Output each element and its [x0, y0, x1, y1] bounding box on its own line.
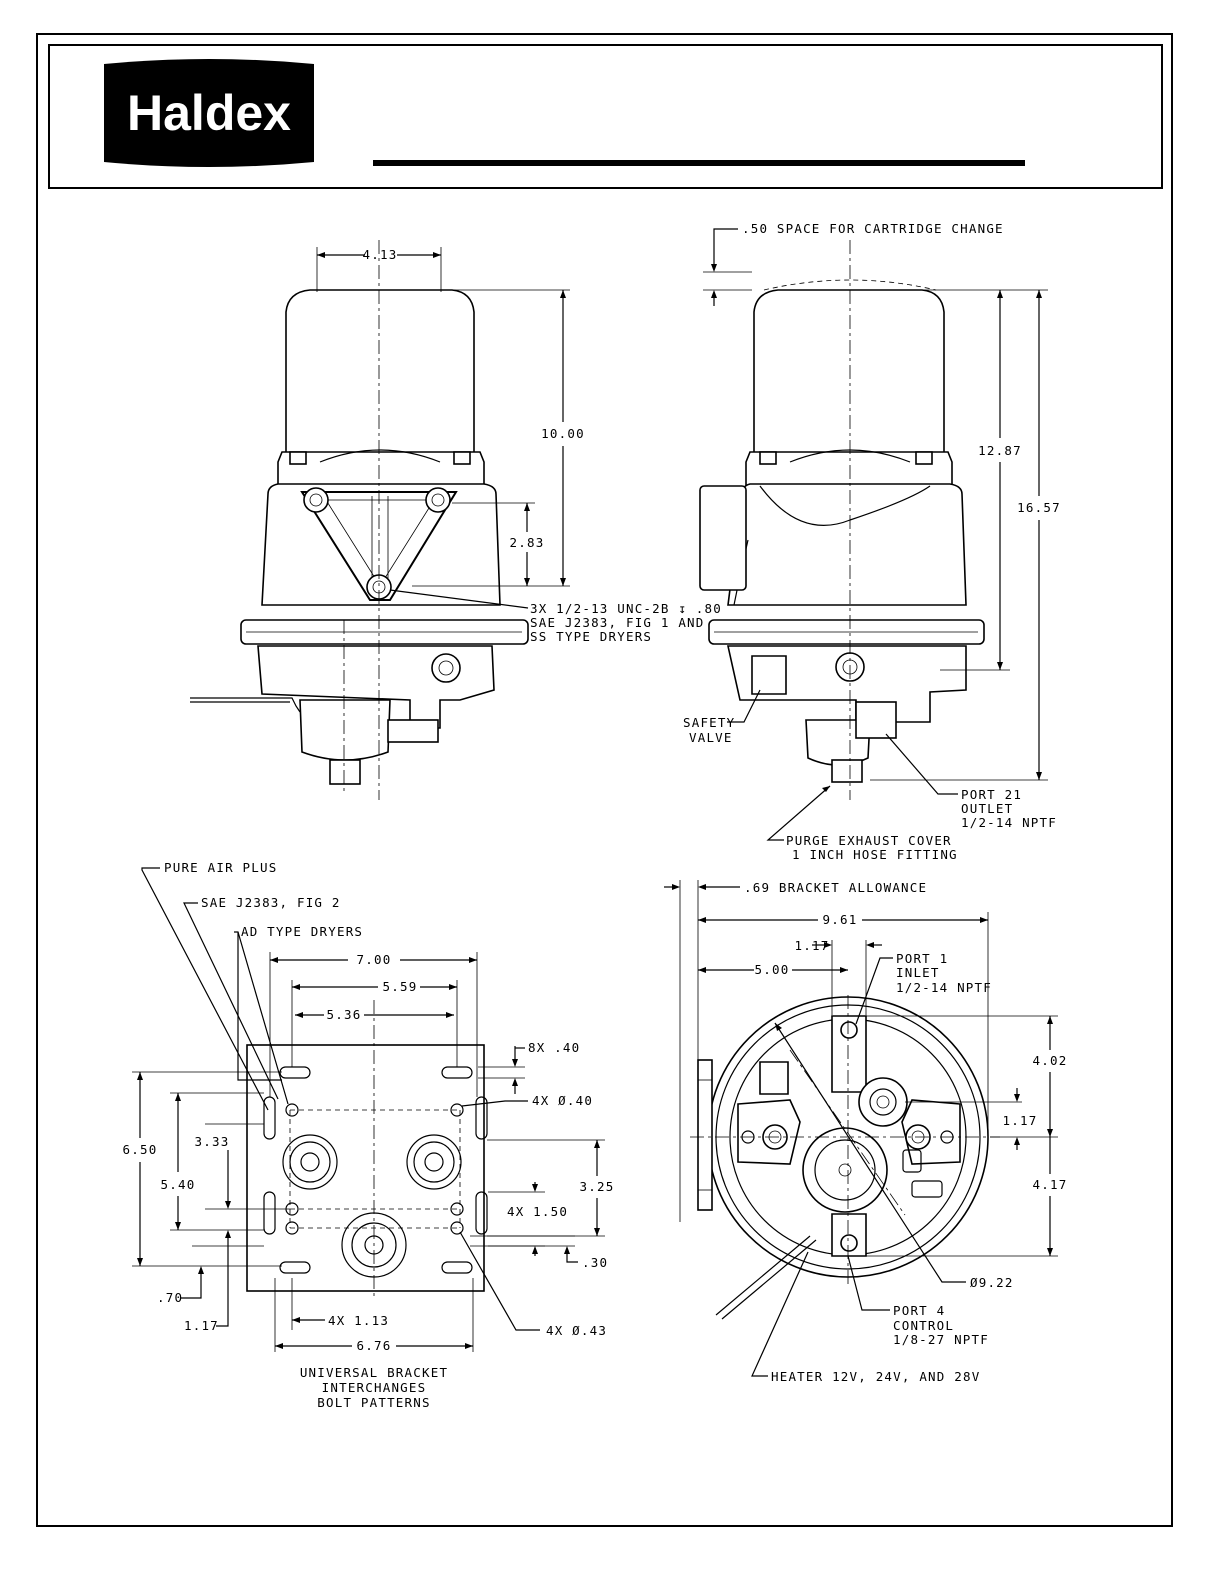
note-ad-dryers: AD TYPE DRYERS: [241, 924, 363, 939]
dim-d9-22: Ø9.22: [970, 1275, 1014, 1290]
bottom-view: .69 BRACKET ALLOWANCE 9.61 1.17 5.00 POR…: [664, 880, 1068, 1384]
dim-3-33: 3.33: [195, 1134, 230, 1149]
dim-6-76: 6.76: [357, 1338, 392, 1353]
dim-8x-40: 8X .40: [528, 1040, 580, 1055]
dim-2-83: 2.83: [510, 535, 545, 550]
note-mount-3: SS TYPE DRYERS: [530, 629, 652, 644]
note-cartridge-space: .50 SPACE FOR CARTRIDGE CHANGE: [742, 221, 1004, 236]
side-view: .50 SPACE FOR CARTRIDGE CHANGE 12.87 16.…: [683, 221, 1061, 862]
note-port21-2: OUTLET: [961, 801, 1013, 816]
note-port1-2: INLET: [896, 965, 940, 980]
dim-0-70: .70: [157, 1290, 183, 1305]
note-bracket-allowance: .69 BRACKET ALLOWANCE: [744, 880, 927, 895]
dim-5-36: 5.36: [327, 1007, 362, 1022]
dim-12-87: 12.87: [978, 443, 1022, 458]
haldex-logo: Haldex: [104, 59, 314, 167]
dim-4-13: 4.13: [363, 247, 398, 262]
note-port21-3: 1/2-14 NPTF: [961, 815, 1057, 830]
caption-bracket-3: BOLT PATTERNS: [317, 1395, 430, 1410]
title-block: [48, 44, 1163, 189]
dim-4-02: 4.02: [1033, 1053, 1068, 1068]
note-purge-1: PURGE EXHAUST COVER: [786, 833, 952, 848]
dim-4x-d40: 4X Ø.40: [532, 1093, 593, 1108]
note-sae-fig2: SAE J2383, FIG 2: [201, 895, 341, 910]
dim-4x-1-13: 4X 1.13: [328, 1313, 389, 1328]
dim-1-17-right: 1.17: [1003, 1113, 1038, 1128]
dim-5-40: 5.40: [161, 1177, 196, 1192]
note-mount-1: 3X 1/2-13 UNC-2B ↧ .80: [530, 601, 722, 616]
dim-16-57: 16.57: [1017, 500, 1061, 515]
note-safety-2: VALVE: [689, 730, 733, 745]
dim-6-50: 6.50: [123, 1142, 158, 1157]
dim-5-59: 5.59: [383, 979, 418, 994]
note-port4-2: CONTROL: [893, 1318, 954, 1333]
dim-4x-1-50: 4X 1.50: [507, 1204, 568, 1219]
note-port4-1: PORT 4: [893, 1303, 945, 1318]
note-mount-2: SAE J2383, FIG 1 AND: [530, 615, 705, 630]
note-safety-1: SAFETY: [683, 715, 735, 730]
bracket-view: PURE AIR PLUS SAE J2383, FIG 2 AD TYPE D…: [123, 860, 615, 1410]
caption-bracket-2: INTERCHANGES: [322, 1380, 427, 1395]
note-purge-2: 1 INCH HOSE FITTING: [792, 847, 958, 862]
dim-1-17-top: 1.17: [795, 938, 830, 953]
note-port4-3: 1/8-27 NPTF: [893, 1332, 989, 1347]
note-heater: HEATER 12V, 24V, AND 28V: [771, 1369, 980, 1384]
dim-7-00: 7.00: [357, 952, 392, 967]
dim-1-17-bracket: 1.17: [184, 1318, 219, 1333]
front-view: 4.13 10.00 2.83 3X 1/2-13 UNC-2B ↧ .80 S…: [190, 240, 722, 800]
dim-0-30: .30: [582, 1255, 608, 1270]
dim-5-00: 5.00: [755, 962, 790, 977]
note-pure-air: PURE AIR PLUS: [164, 860, 277, 875]
dim-4-17: 4.17: [1033, 1177, 1068, 1192]
dim-9-61: 9.61: [823, 912, 858, 927]
note-port1-1: PORT 1: [896, 951, 948, 966]
dim-4x-d43: 4X Ø.43: [546, 1323, 607, 1338]
logo-text: Haldex: [127, 85, 291, 141]
dim-3-25: 3.25: [580, 1179, 615, 1194]
note-port21-1: PORT 21: [961, 787, 1022, 802]
caption-bracket-1: UNIVERSAL BRACKET: [300, 1365, 448, 1380]
page-border: [36, 33, 1173, 1527]
title-rule: [373, 160, 1025, 166]
dim-10-00: 10.00: [541, 426, 585, 441]
note-port1-3: 1/2-14 NPTF: [896, 980, 992, 995]
